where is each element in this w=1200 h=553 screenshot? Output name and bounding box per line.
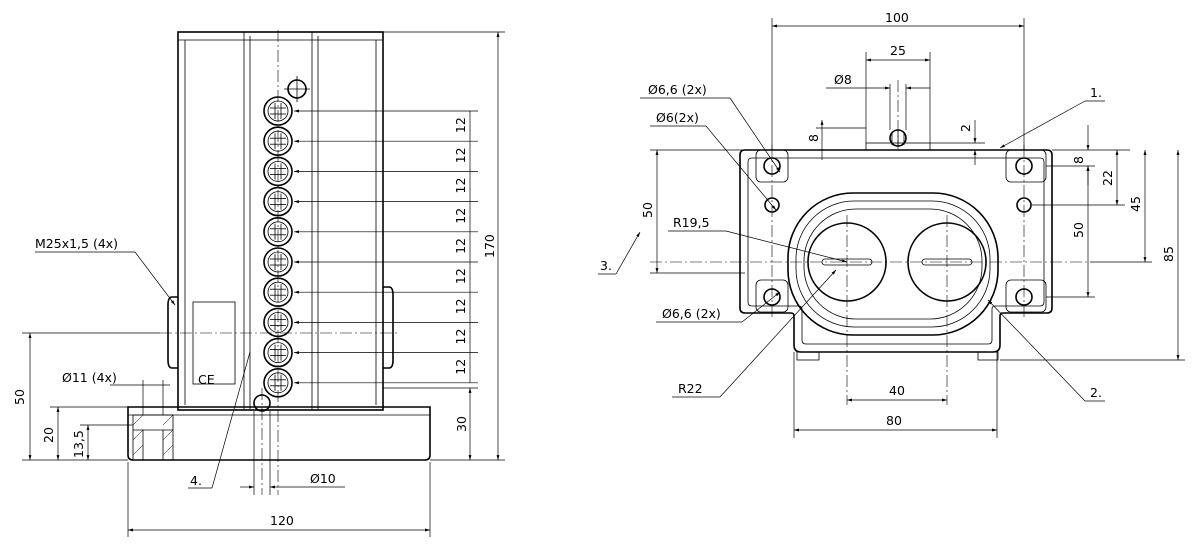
dim-120: 120 — [270, 513, 294, 528]
button-guard — [787, 192, 999, 336]
dim-50-left-top: 50 — [640, 202, 655, 218]
dim-50-right: 50 — [1071, 222, 1086, 238]
label-plate — [192, 301, 236, 385]
dim-8-right: 8 — [1071, 156, 1086, 164]
callout-4: 4. — [190, 473, 202, 488]
dim-85: 85 — [1161, 246, 1176, 262]
pushbutton — [263, 217, 293, 247]
dim-100: 100 — [885, 10, 909, 25]
dim-25: 25 — [890, 43, 906, 58]
dim-2: 2 — [958, 124, 973, 132]
dim-pitch-12: 12 — [453, 329, 468, 345]
counterbore-section — [132, 414, 174, 461]
pushbutton — [263, 367, 293, 398]
pushbutton — [263, 337, 293, 368]
callout-2: 2. — [1090, 385, 1102, 400]
top-view — [650, 80, 1090, 405]
pushbutton — [263, 186, 293, 217]
callout-1: 1. — [1090, 85, 1102, 100]
dim-dia-6-6-bottom: Ø6,6 (2x) — [662, 306, 721, 321]
dim-pitch-12: 12 — [453, 268, 468, 284]
dim-170: 170 — [482, 234, 497, 258]
thread-label: M25x1,5 (4x) — [35, 236, 118, 251]
pushbutton — [263, 307, 293, 338]
dim-pitch-12: 12 — [453, 359, 468, 375]
pushbutton — [263, 247, 293, 277]
dim-dia-11: Ø11 (4x) — [62, 370, 117, 385]
pushbutton — [263, 156, 293, 187]
dim-50-left: 50 — [12, 389, 27, 405]
dim-r19-5: R19,5 — [673, 215, 710, 230]
dim-pitch-12: 12 — [453, 298, 468, 314]
dim-r22: R22 — [678, 381, 703, 396]
dim-45: 45 — [1128, 196, 1143, 212]
button-stack — [263, 96, 293, 398]
dim-20: 20 — [41, 427, 56, 443]
pitch-dimensions: 12 12 12 12 12 12 12 12 12 — [294, 109, 478, 385]
dim-pitch-12: 12 — [453, 238, 468, 254]
gland-left — [167, 296, 178, 369]
dim-dia-6: Ø6(2x) — [656, 110, 699, 125]
dim-dia-8: Ø8 — [834, 72, 852, 87]
side-view: CE 4. M25x1,5 (4x) — [35, 30, 431, 495]
top-dimensions: 100 25 Ø8 8 2 8 22 45 — [598, 10, 1185, 438]
ce-mark: CE — [198, 372, 215, 387]
dim-13-5: 13,5 — [71, 430, 86, 458]
callout-3: 3. — [600, 258, 612, 273]
side-dimensions: 120 170 30 50 20 13,5 Ø11 (4x) Ø10 — [12, 31, 505, 537]
pushbutton — [263, 277, 293, 308]
dim-dia-6-6-top: Ø6,6 (2x) — [648, 82, 707, 97]
dim-8-top: 8 — [806, 134, 821, 142]
housing — [177, 31, 384, 411]
dim-40: 40 — [889, 383, 905, 398]
dim-pitch-12: 12 — [453, 147, 468, 163]
dim-pitch-12: 12 — [453, 117, 468, 133]
dim-30: 30 — [454, 416, 469, 432]
pushbutton — [263, 96, 293, 126]
dim-pitch-12: 12 — [453, 208, 468, 224]
dim-pitch-12: 12 — [453, 178, 468, 194]
pushbutton — [263, 126, 293, 156]
dim-dia-10: Ø10 — [310, 471, 336, 486]
housing-outline — [739, 149, 1053, 353]
gland-right — [383, 286, 394, 369]
base-plate — [127, 406, 431, 461]
dim-80: 80 — [886, 413, 902, 428]
dim-22: 22 — [1100, 170, 1115, 186]
